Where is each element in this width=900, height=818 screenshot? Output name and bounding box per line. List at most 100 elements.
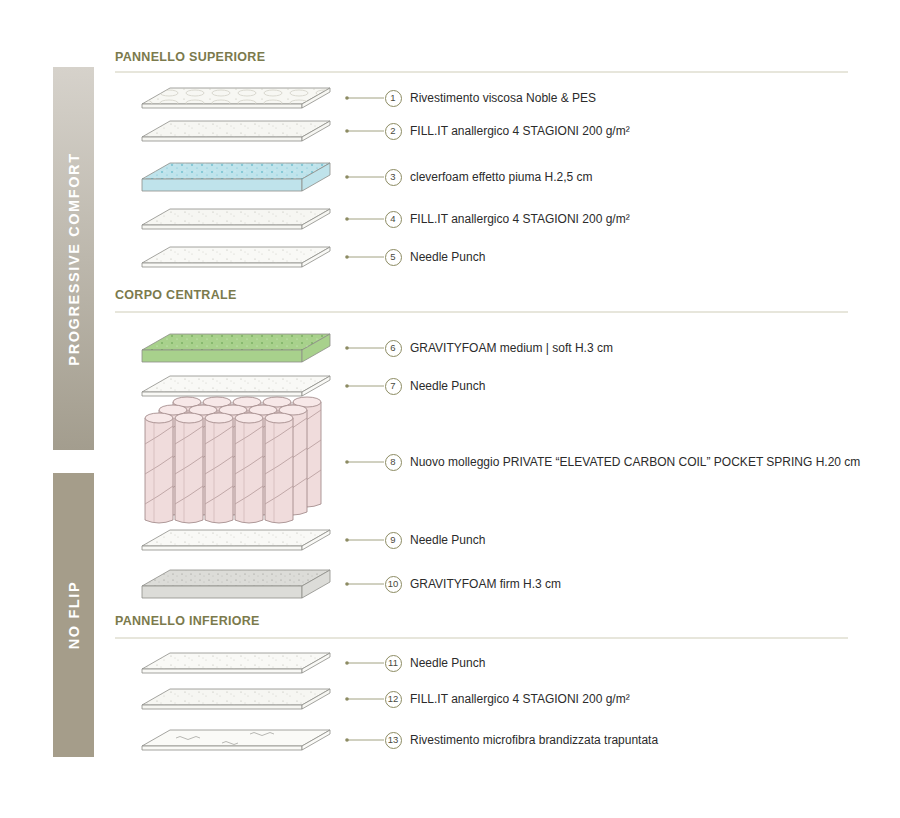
pocket-coil	[205, 413, 233, 523]
fibre-layer	[142, 689, 330, 709]
leader-line	[347, 386, 384, 387]
section-heading: PANNELLO INFERIORE	[115, 614, 260, 629]
leader-line	[347, 177, 384, 178]
callout-number: 10	[388, 579, 399, 589]
leader-dot	[345, 346, 349, 350]
needle-punch-texture	[142, 653, 330, 669]
callout-circle: 12	[385, 691, 402, 708]
leader-line	[347, 348, 384, 349]
layer-description: Rivestimento microfibra brandizzata trap…	[410, 733, 658, 747]
callout-number: 4	[390, 214, 395, 224]
fibre-layer	[142, 209, 330, 229]
needle-punch-texture	[142, 376, 330, 392]
callout-number: 7	[390, 381, 395, 391]
callout-number: 8	[390, 457, 395, 467]
leader-dot	[345, 384, 349, 388]
layer-description: Needle Punch	[410, 250, 485, 264]
layer-description: FILL.IT anallergico 4 STAGIONI 200 g/m²	[410, 692, 630, 706]
fibre-layer	[142, 121, 330, 141]
callout-circle: 8	[385, 454, 402, 471]
callout-number: 9	[390, 535, 395, 545]
section-heading: CORPO CENTRALE	[115, 288, 237, 303]
side-band: PROGRESSIVE COMFORT	[53, 67, 94, 450]
leader-line	[347, 219, 384, 220]
needle-punch-texture	[142, 247, 330, 263]
cover-layer	[142, 88, 330, 108]
leader-dot	[345, 582, 349, 586]
foam-texture	[142, 163, 330, 179]
leader-dot	[345, 697, 349, 701]
callout-number: 2	[390, 126, 395, 136]
layer-description: Needle Punch	[410, 533, 485, 547]
needle-punch-layer	[142, 376, 330, 396]
leader-line	[347, 540, 384, 541]
foam-layer	[142, 163, 330, 191]
leader-dot	[345, 255, 349, 259]
leader-line	[347, 98, 384, 99]
leader-line	[347, 740, 384, 741]
layer-description: Nuovo molleggio PRIVATE “ELEVATED CARBON…	[410, 455, 860, 469]
leader-lines	[345, 96, 384, 742]
callout-circle: 5	[385, 249, 402, 266]
leader-dot	[345, 129, 349, 133]
foam-texture	[142, 570, 330, 586]
pocket-coil	[235, 413, 263, 523]
leader-dot	[345, 96, 349, 100]
leader-line	[347, 663, 384, 664]
callout-circle: 2	[385, 123, 402, 140]
leader-dot	[345, 217, 349, 221]
foam-layer	[142, 570, 330, 598]
layer-description: GRAVITYFOAM firm H.3 cm	[410, 577, 561, 591]
section-rule	[115, 72, 848, 638]
leader-dot	[345, 661, 349, 665]
side-band: NO FLIP	[53, 473, 94, 757]
foam-texture	[142, 334, 330, 350]
leader-dot	[345, 538, 349, 542]
callout-circle: 6	[385, 340, 402, 357]
callout-circle: 7	[385, 378, 402, 395]
layer-description: Needle Punch	[410, 656, 485, 670]
section-heading: PANNELLO SUPERIORE	[115, 50, 265, 65]
pocket-coil	[145, 413, 173, 523]
fibre-texture	[142, 121, 330, 137]
callout-circle: 13	[385, 732, 402, 749]
pocket-coil	[265, 413, 293, 523]
callout-number: 12	[388, 694, 399, 704]
cover-print	[176, 733, 274, 745]
foam-layer	[142, 334, 330, 362]
leader-line	[347, 584, 384, 585]
needle-punch-layer	[142, 653, 330, 673]
needle-punch-layer	[142, 530, 330, 550]
layer-description: FILL.IT anallergico 4 STAGIONI 200 g/m²	[410, 124, 630, 138]
mattress-layers	[142, 88, 330, 750]
section-rule	[115, 72, 848, 73]
layer-description: Rivestimento viscosa Noble & PES	[410, 91, 596, 105]
callout-circle: 9	[385, 532, 402, 549]
needle-punch-layer	[142, 247, 330, 267]
callout-number: 3	[390, 172, 395, 182]
callout-circle: 11	[385, 655, 402, 672]
leader-line	[347, 131, 384, 132]
callout-number: 13	[388, 735, 399, 745]
callout-number: 6	[390, 343, 395, 353]
callout-number: 11	[388, 658, 398, 668]
callout-circle: 10	[385, 576, 402, 593]
section-rule	[115, 312, 848, 313]
fibre-texture	[142, 209, 330, 225]
leader-dot	[345, 738, 349, 742]
leader-line	[347, 257, 384, 258]
band-label: NO FLIP	[66, 581, 82, 649]
callout-number: 5	[390, 252, 395, 262]
callout-circle: 4	[385, 211, 402, 228]
needle-punch-texture	[142, 530, 330, 546]
layer-description: GRAVITYFOAM medium | soft H.3 cm	[410, 341, 613, 355]
callout-circle: 1	[385, 90, 402, 107]
band-label: PROGRESSIVE COMFORT	[66, 152, 82, 365]
fibre-texture	[142, 689, 330, 705]
cover-layer	[142, 730, 330, 750]
leader-dot	[345, 460, 349, 464]
layer-description: cleverfoam effetto piuma H.2,5 cm	[410, 170, 593, 184]
section-rule	[115, 638, 848, 639]
cover-texture	[142, 88, 330, 104]
